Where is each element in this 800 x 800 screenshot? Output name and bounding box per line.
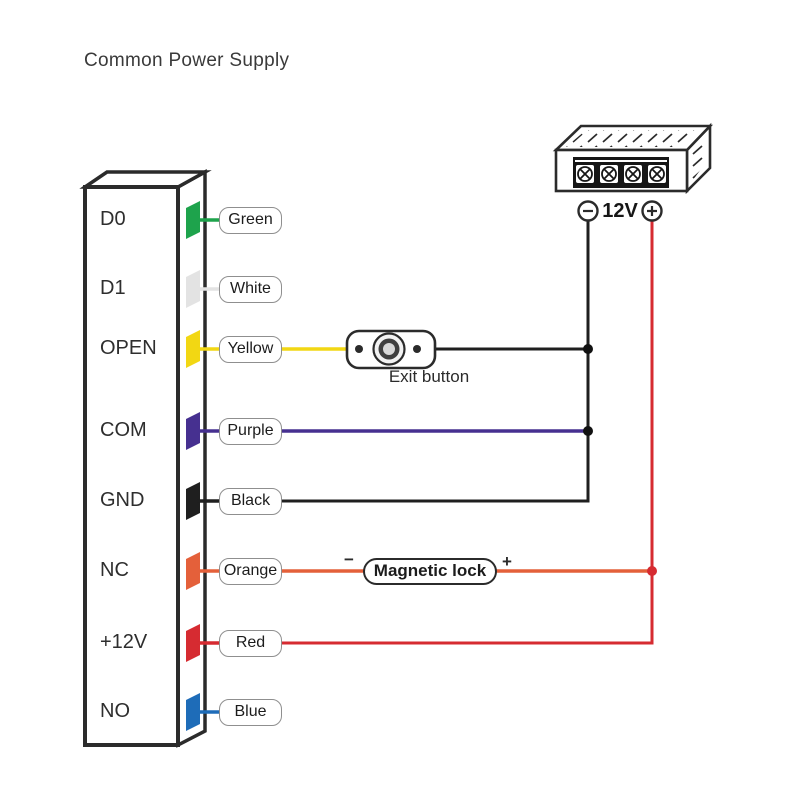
stub-wires	[197, 218, 221, 714]
psu-top-vents	[566, 130, 702, 147]
wire-label-white: White	[219, 276, 282, 303]
pin-label-open: OPEN	[100, 337, 157, 359]
blue-connector-stub	[186, 693, 200, 731]
junction-dot-lock-positive	[647, 566, 657, 576]
exit-button-right-screw	[413, 345, 421, 353]
pin-label-d0: D0	[100, 208, 126, 230]
exit-button-label: Exit button	[388, 367, 470, 386]
wire-label-black: Black	[219, 488, 282, 515]
power-supply-unit	[552, 122, 714, 222]
magnetic-lock-label: Magnetic lock	[363, 558, 497, 585]
wire-label-green: Green	[219, 207, 282, 234]
pin-label-d1: D1	[100, 277, 126, 299]
psu-side-vents	[690, 134, 707, 184]
wire-connector-stubs	[186, 201, 200, 731]
psu-screw-terminals	[576, 165, 666, 183]
terminal-screw-icon	[576, 165, 594, 183]
terminal-screw-icon	[600, 165, 618, 183]
psu-voltage-label: 12V	[602, 200, 638, 222]
magnetic-lock-minus-sign: −	[344, 550, 354, 569]
wire-label-orange: Orange	[219, 558, 282, 585]
diagram-title: Common Power Supply	[84, 50, 290, 71]
wire-label-purple: Purple	[219, 418, 282, 445]
positive-terminal-icon	[641, 200, 663, 222]
access-controller-box	[79, 169, 212, 748]
circuit-wires	[280, 221, 654, 645]
magnetic-lock-plus-sign: +	[502, 552, 512, 571]
pin-label-gnd: GND	[100, 489, 145, 511]
terminal-screw-icon	[648, 165, 666, 183]
orange-connector-stub	[186, 552, 200, 590]
wire-label-yellow: Yellow	[219, 336, 282, 363]
junction-dot-exit-button	[583, 344, 593, 354]
black-connector-stub	[186, 482, 200, 520]
wire-label-blue: Blue	[219, 699, 282, 726]
pin-label-com: COM	[100, 419, 147, 441]
controller-front-face	[83, 185, 180, 747]
pin-label-12v: +12V	[100, 631, 148, 653]
exit-button-component	[345, 329, 437, 370]
white-connector-stub	[186, 270, 200, 308]
pin-label-nc: NC	[100, 559, 129, 581]
green-connector-stub	[186, 201, 200, 239]
junction-dot-com	[583, 426, 593, 436]
red-wire-to-positive-terminal	[280, 221, 654, 645]
terminal-screw-icon	[624, 165, 642, 183]
red-connector-stub	[186, 624, 200, 662]
pin-label-no: NO	[100, 700, 130, 722]
exit-button-left-screw	[355, 345, 363, 353]
push-button-center	[383, 343, 395, 355]
yellow-connector-stub	[186, 330, 200, 368]
purple-connector-stub	[186, 412, 200, 450]
negative-terminal-icon	[577, 200, 599, 222]
black-gnd-wire-to-negative-terminal	[280, 221, 590, 503]
wire-label-red: Red	[219, 630, 282, 657]
